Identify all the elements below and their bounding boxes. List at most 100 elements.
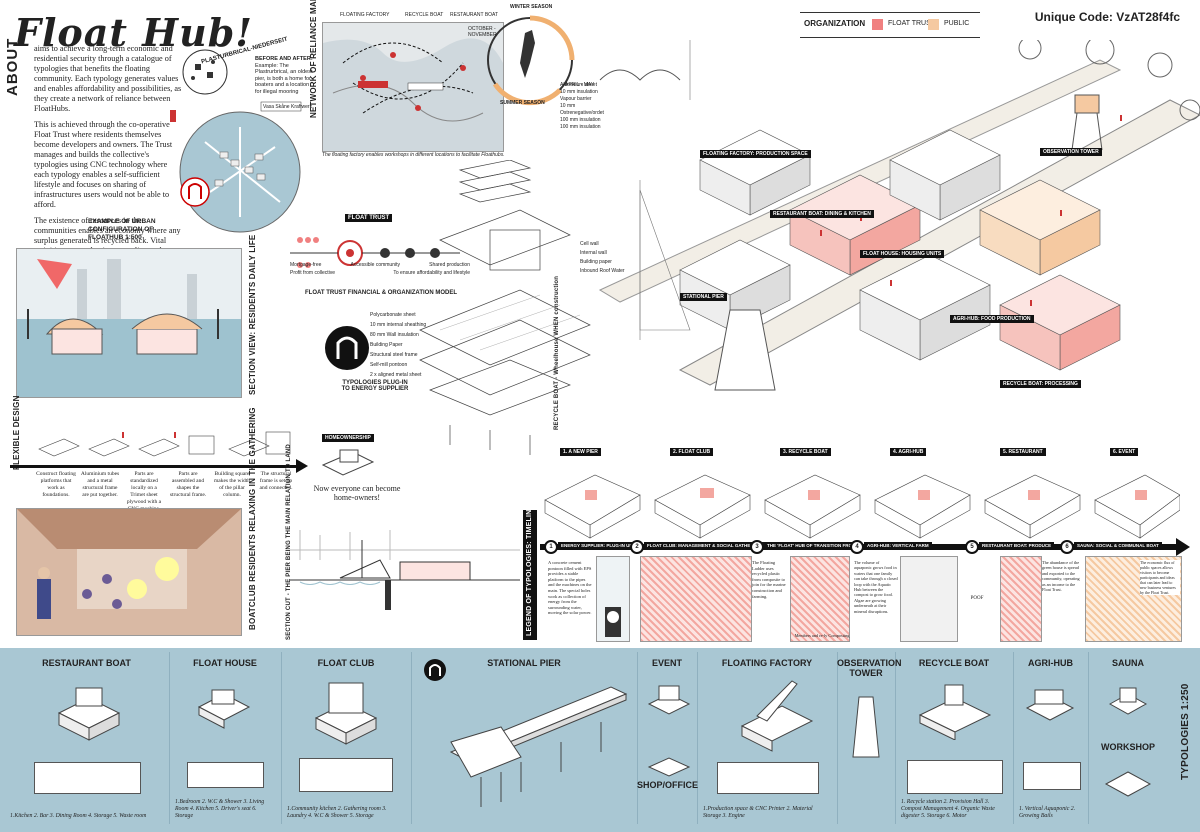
typology-title: OBSERVATION TOWER — [837, 658, 902, 678]
recycle-boat-plan — [907, 760, 1003, 794]
map-label-floating-factory: FLOATING FACTORY — [340, 12, 390, 18]
typology-event: EVENT SHOP/OFFICE — [637, 652, 698, 824]
timeline-item-label: RESTAURANT BOAT: PRODUCE — [979, 542, 1055, 549]
axon-label-recycle: RECYCLE BOAT: PROCESSING — [1000, 380, 1081, 388]
flexible-design-label: FLEXIBLE DESIGN — [12, 395, 21, 470]
flex-step: Parts are standardized locally on a Trim… — [126, 471, 162, 512]
about-paragraph-1: aims to achieve a long-term economic and… — [34, 44, 182, 113]
before-after-note: BEFORE AND AFTER: Example: The Plastrurb… — [255, 56, 317, 95]
timeline-box: 4. AGRI-HUB — [890, 448, 927, 456]
flexible-design-steps-drawing — [38, 431, 291, 457]
before-after-title: BEFORE AND AFTER: — [255, 56, 313, 62]
workshop-title: WORKSHOP — [1101, 742, 1155, 752]
shop-office-title: SHOP/OFFICE — [637, 780, 699, 790]
layer-label: Building paper — [580, 259, 612, 265]
float-house-drawing — [197, 689, 251, 729]
timeline-box: 1. A NEW PIER — [560, 448, 601, 456]
timeline-item-number: 5 — [965, 540, 979, 554]
flex-step: Parts are assembled and shapes the struc… — [169, 471, 207, 498]
stational-pier-drawing — [449, 686, 628, 807]
flexible-design-arrow-line — [10, 465, 300, 468]
typology-title: AGRI-HUB — [1028, 658, 1073, 668]
layer-label: Self-mill pontoon — [370, 362, 408, 368]
typology-title: FLOAT HOUSE — [193, 658, 257, 668]
about-text: aims to achieve a long-term economic and… — [34, 44, 182, 266]
floating-factory-drawing — [740, 680, 814, 752]
typology-title: FLOATING FACTORY — [721, 658, 813, 668]
float-trust-title: FLOAT TRUST — [345, 214, 393, 222]
float-trust-diagram — [290, 237, 460, 268]
financial-item: Mortgage-free — [290, 262, 322, 268]
timeline-item-number: 4 — [850, 540, 864, 554]
timeline-legend-bar — [523, 510, 537, 640]
legend-title: ORGANIZATION — [804, 19, 866, 28]
timeline-panel-recycle — [790, 556, 850, 642]
layer-label: 2 x aligned metal sheet — [370, 372, 422, 378]
timeline-arrow — [1176, 538, 1190, 556]
section-cut-label: SECTION CUT - THE PIER BEING THE MAIN RE… — [286, 444, 292, 640]
timeline-caption-7: The economic flux of public spaces allow… — [1140, 560, 1180, 595]
event-drawing — [647, 685, 691, 715]
layer-label: Cell wall — [580, 241, 599, 247]
timeline-panel-restaurant — [1000, 556, 1042, 642]
typology-recycle-boat: RECYCLE BOAT 1. Recycle station 2. Provi… — [895, 652, 1014, 824]
typology-agri-hub: AGRI-HUB 1. Vertical Aquaponic 2. Growin… — [1013, 652, 1089, 824]
layer-label: Building Paper — [370, 342, 403, 348]
network-map — [322, 22, 504, 152]
layer-label: Structural steel frame — [370, 352, 418, 358]
recycle-construction-label: RECYCLE BOAT - Wheelhouse WHEN construct… — [554, 275, 560, 430]
axon-label-agri: AGRI-HUB: FOOD PRODUCTION — [950, 315, 1034, 323]
typology-title: STATIONAL PIER — [487, 658, 561, 668]
timeline-item-label: SAUNA: SOCIAL & COMMUNAL BOAT — [1074, 542, 1162, 549]
axon-label-restaurant: RESTAURANT BOAT: DINING & KITCHEN — [770, 210, 874, 218]
layer-label: Inbound Roof Water — [580, 268, 625, 274]
timeline-panel-agri — [900, 556, 958, 642]
network-caption: The floating factory enables workshops i… — [322, 152, 505, 158]
typology-caption: 1.Production space & CNC Printer 2. Mate… — [703, 806, 813, 819]
typology-title: SAUNA — [1111, 658, 1144, 668]
network-map-label: NETWORK OF RELIANCE MAP — [309, 0, 318, 118]
pier-logo-icon — [424, 659, 446, 681]
about-label: ABOUT — [4, 37, 21, 96]
timeline-caption-6: The abundance of the green house is spre… — [1042, 560, 1080, 593]
layer-label: 80 mm Wall insulation — [370, 332, 419, 338]
boatclub-label: BOATCLUB RESIDENTS RELAXING IN THE GATHE… — [248, 407, 257, 630]
layer-label: Aluminium sheet — [560, 82, 597, 88]
section-view-panel — [16, 248, 242, 398]
typology-sauna: SAUNA WORKSHOP — [1088, 652, 1168, 824]
flexible-design-captions: Construct floating platforms that work a… — [36, 471, 296, 513]
workshop-drawing — [1104, 771, 1152, 797]
typology-observation-tower: OBSERVATION TOWER — [837, 652, 902, 824]
sauna-drawing — [1108, 687, 1148, 715]
flex-step: The structural frame is set up and conne… — [259, 471, 293, 491]
flex-step: Construct floating platforms that work a… — [36, 471, 76, 498]
month-oct-label: OCTOBER - NOVEMBER — [468, 26, 497, 38]
financial-items: Mortgage-free Accessible community Share… — [290, 262, 470, 268]
organization-legend: ORGANIZATION FLOAT TRUST PUBLIC — [800, 12, 980, 38]
page-title: Float Hub! — [14, 10, 253, 55]
recycle-boat-drawing — [918, 684, 992, 740]
timeline-item-number: 1 — [544, 540, 558, 554]
about-paragraph-2: This is achieved through the co-operativ… — [34, 120, 173, 209]
timeline-caption-3: Members and re-ly Composting — [794, 633, 850, 638]
timeline-box: 2. FLOAT CLUB — [670, 448, 714, 456]
timeline-panel-float-club — [640, 556, 752, 642]
typology-float-club: FLOAT CLUB 1.Community kitchen 2. Gather… — [281, 652, 412, 824]
axon-label-pier: STATIONAL PIER — [680, 293, 727, 301]
flex-step: Aluminium tubes and a metal structural f… — [80, 471, 120, 498]
typologies-band — [0, 648, 1200, 832]
timeline-panel-energy — [596, 556, 630, 642]
float-club-plan — [299, 758, 393, 792]
homeownership-label: HOMEOWNERSHIP — [322, 434, 374, 442]
financial-items-2: Profit from collective To ensure afforda… — [290, 270, 470, 276]
typology-caption: 1.Kitchen 2. Bar 3. Dining Room 4. Stora… — [10, 813, 147, 819]
timeline-mini-views — [544, 474, 1180, 539]
unique-code: Unique Code: VzAT28f4fc — [1034, 10, 1180, 24]
boatclub-panel — [16, 508, 242, 636]
timeline-item-number: 6 — [1060, 540, 1074, 554]
